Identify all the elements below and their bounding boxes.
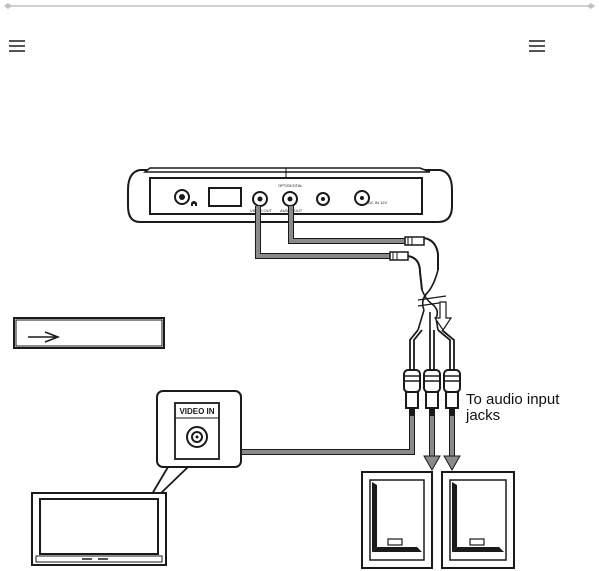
mini-plug bbox=[405, 237, 438, 270]
signal-indicator-box bbox=[14, 318, 164, 348]
audio-connection-line-right bbox=[444, 416, 460, 470]
rca-plug bbox=[444, 370, 460, 416]
audio-input-caption-line2: jacks bbox=[466, 408, 500, 423]
rca-plug bbox=[424, 370, 440, 416]
audio-out-jack bbox=[283, 192, 297, 206]
speaker-left bbox=[362, 472, 432, 568]
tv-input-panel: VIDEO IN bbox=[152, 391, 241, 494]
video-out-jack bbox=[253, 192, 267, 206]
video-connection-line bbox=[216, 416, 412, 460]
display-window bbox=[209, 188, 241, 206]
television bbox=[32, 493, 166, 565]
audio-connection-line-left bbox=[424, 416, 440, 470]
rca-plug bbox=[404, 370, 420, 416]
video-in-label: VIDEO IN bbox=[179, 407, 214, 416]
jack-label: VIDEO OUT bbox=[250, 208, 273, 213]
dc-in-jack bbox=[355, 191, 369, 205]
jack-label: DC IN 12V bbox=[368, 200, 387, 205]
tv-jack bbox=[317, 193, 329, 205]
video-in-jack bbox=[187, 427, 207, 447]
audio-input-caption-line1: To audio input bbox=[466, 392, 559, 407]
jack-label: OPT/DIGITAL bbox=[278, 183, 303, 188]
mini-plug bbox=[390, 252, 422, 290]
rca-cables bbox=[410, 330, 454, 372]
speaker-right bbox=[442, 472, 514, 568]
